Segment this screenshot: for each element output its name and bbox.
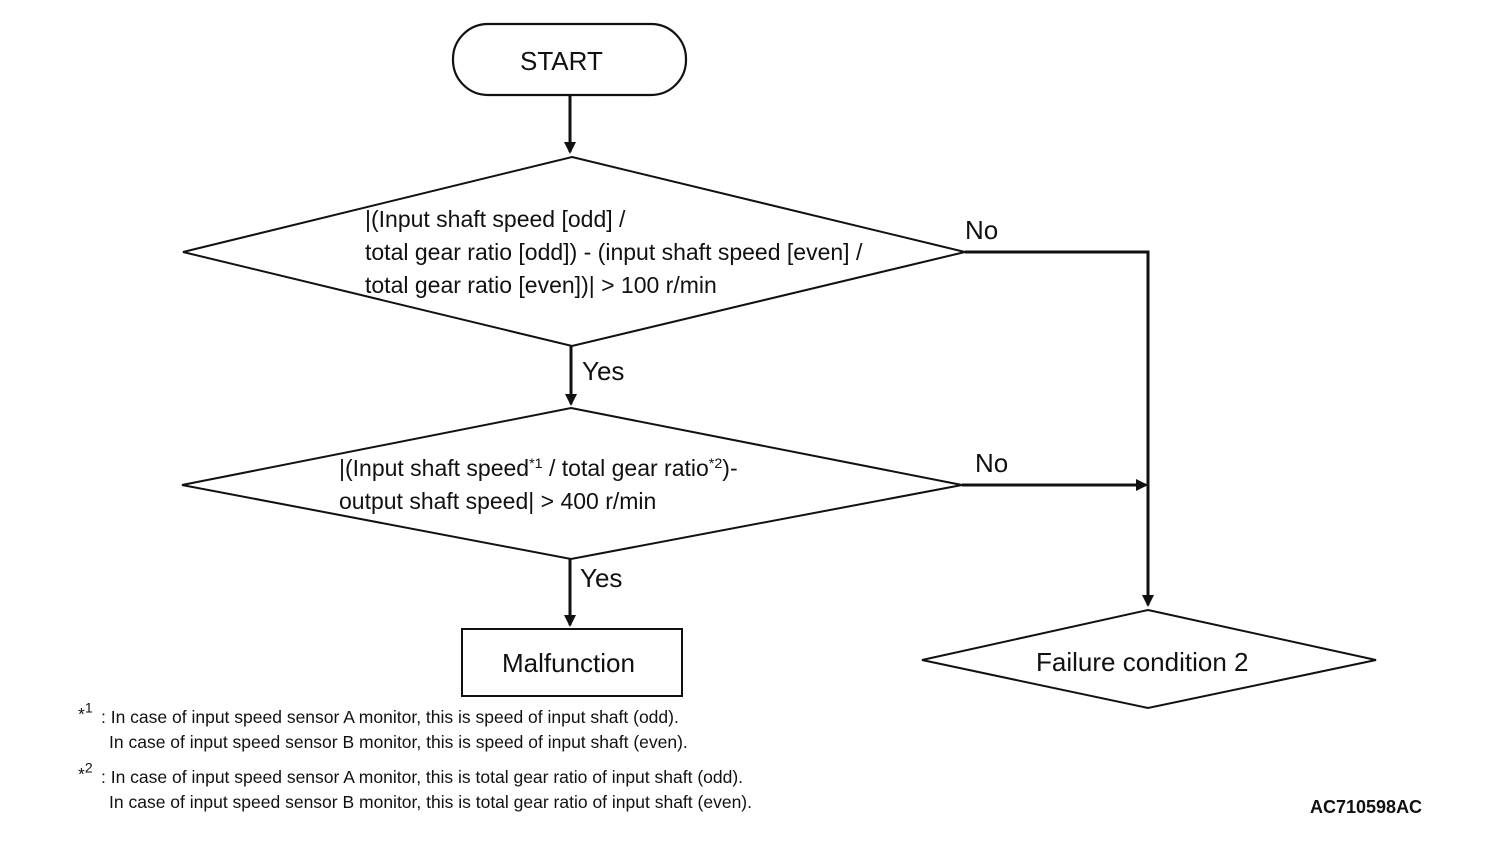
connector-decision-1-no	[965, 250, 1154, 607]
decision-2-line-1-part-a: |(Input shaft speed	[339, 455, 530, 481]
footnote-1-line-2: In case of input speed sensor B monitor,…	[109, 732, 688, 752]
footnote-2-marker-star: *	[78, 764, 85, 784]
decision-1-line: |(Input shaft speed [odd] /	[365, 206, 626, 232]
footnote-2-marker: *2	[78, 760, 93, 784]
decision-2-line-1-part-c: )-	[722, 455, 738, 481]
footnote-2-marker-number: 2	[84, 759, 93, 776]
decision-1-line: total gear ratio [even])| > 100 r/min	[365, 272, 717, 298]
failure-condition-shape	[921, 608, 1377, 710]
footnote-1-marker: *1	[78, 700, 93, 724]
decision-2-line-2: output shaft speed| > 400 r/min	[339, 488, 657, 514]
footnote-2-line-2: In case of input speed sensor B monitor,…	[109, 792, 752, 812]
footnote-1-marker-star: *	[78, 704, 85, 724]
footnote-ref-2: *2	[708, 456, 723, 473]
start-label: START	[520, 46, 603, 76]
figure-code: AC710598AC	[1310, 797, 1423, 817]
decision-1-no-label: No	[965, 215, 999, 245]
decision-2-text: |(Input shaft speed*1 / total gear ratio…	[339, 452, 738, 518]
decision-2-line-1-part-b: / total gear ratio	[542, 455, 709, 481]
footnote-1-marker-number: 1	[84, 699, 93, 716]
footnote-1-line-1: : In case of input speed sensor A monito…	[101, 707, 679, 727]
failure-condition-label: Failure condition 2	[1036, 647, 1249, 677]
footnote-ref-1: *1	[529, 456, 543, 473]
decision-2-no-label: No	[975, 448, 1009, 478]
malfunction-label: Malfunction	[502, 648, 635, 678]
decision-1-line: total gear ratio [odd]) - (input shaft s…	[365, 239, 863, 265]
decision-2-yes-label: Yes	[580, 563, 623, 593]
malfunction-box-shape	[461, 628, 683, 697]
footnote-2-line-1: : In case of input speed sensor A monito…	[101, 767, 744, 787]
decision-2-line-1: |(Input shaft speed*1 / total gear ratio…	[339, 452, 738, 485]
decision-1-text: |(Input shaft speed [odd] / total gear r…	[365, 203, 862, 302]
decision-1-yes-label: Yes	[582, 356, 625, 386]
